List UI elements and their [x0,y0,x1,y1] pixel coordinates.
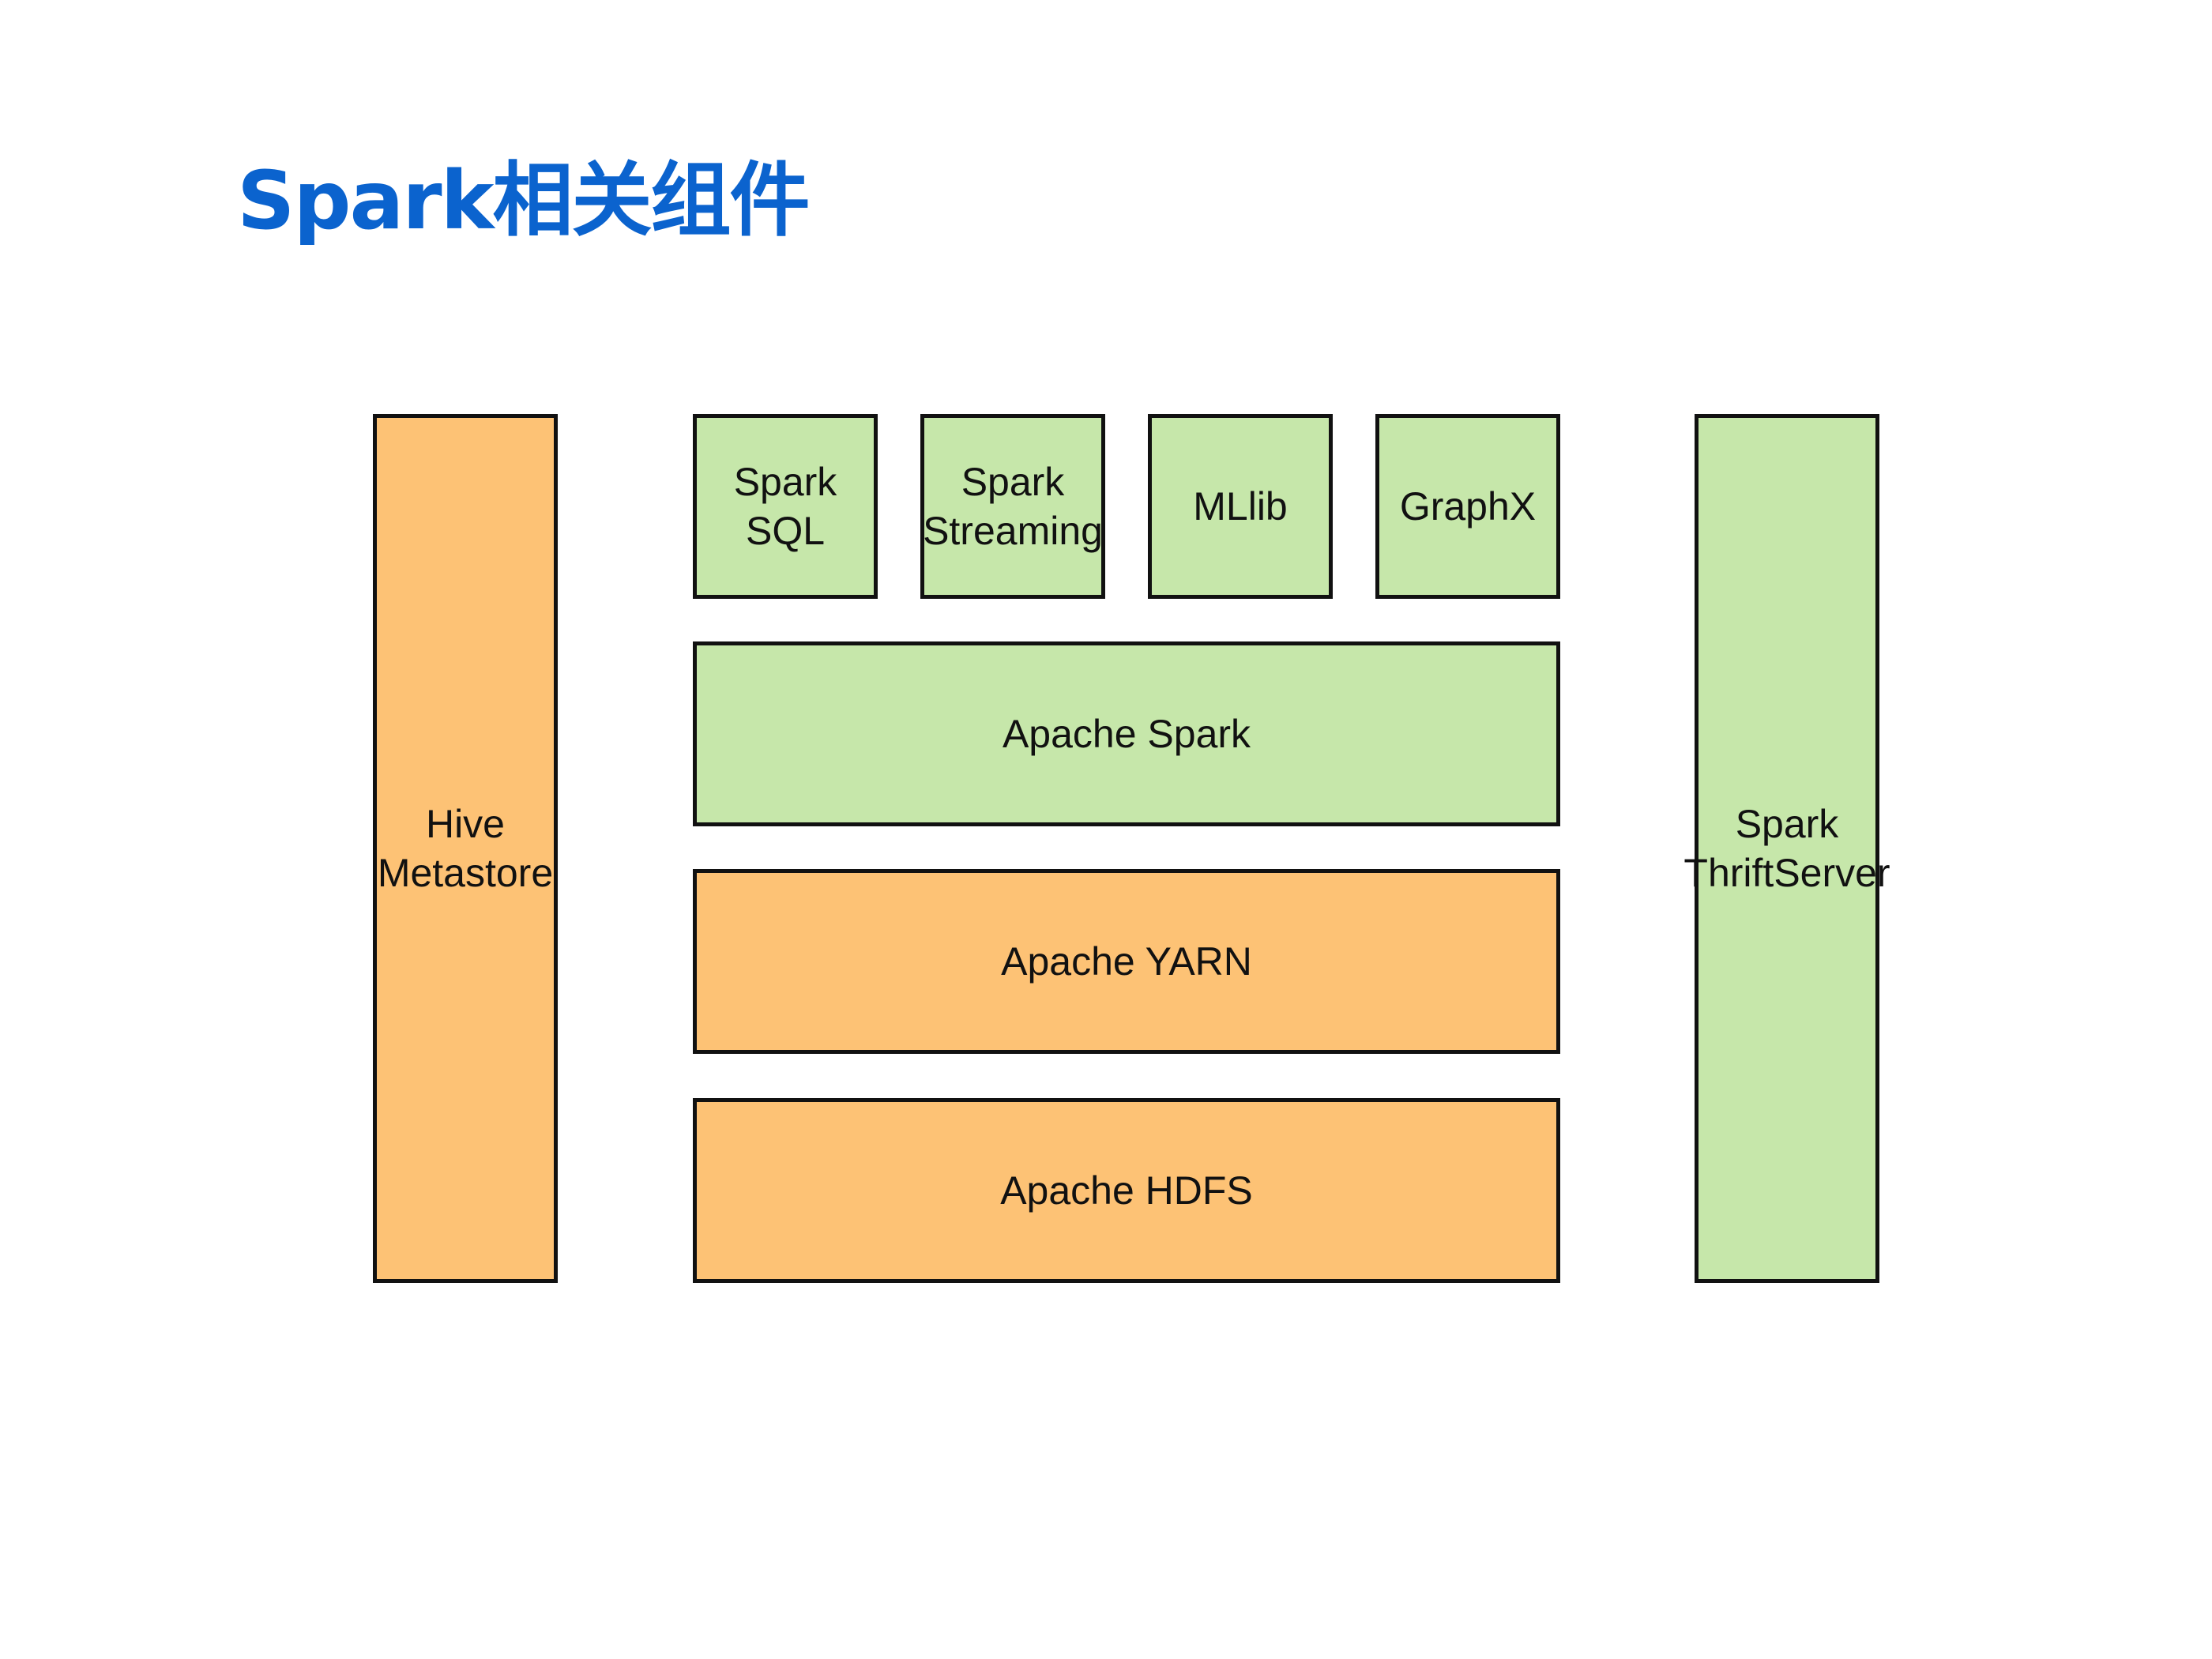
apache-hdfs-label: Apache HDFS [1000,1168,1253,1213]
spark-thriftserver-box: Spark ThriftServer [1683,414,1890,1283]
apache-spark-label: Apache Spark [1002,712,1251,756]
apache-hdfs-box: Apache HDFS [693,1098,1560,1283]
apache-spark-box: Apache Spark [693,641,1560,826]
spark-streaming-label: Spark Streaming [923,460,1103,553]
hive-metastore-box: Hive Metastore [373,414,558,1283]
hive-metastore-label: Hive Metastore [377,802,554,895]
apache-yarn-box: Apache YARN [693,869,1560,1054]
spark-thriftserver-label: Spark ThriftServer [1683,802,1890,895]
apache-yarn-label: Apache YARN [1001,939,1252,984]
mllib-box: MLlib [1148,414,1333,599]
spark-sql-box: Spark SQL [693,414,878,599]
page-title: Spark相关组件 [237,154,810,248]
graphx-box: GraphX [1375,414,1560,599]
mllib-label: MLlib [1193,484,1288,529]
spark-sql-label: Spark SQL [733,460,837,553]
graphx-label: GraphX [1399,484,1537,529]
spark-streaming-box: Spark Streaming [920,414,1105,599]
